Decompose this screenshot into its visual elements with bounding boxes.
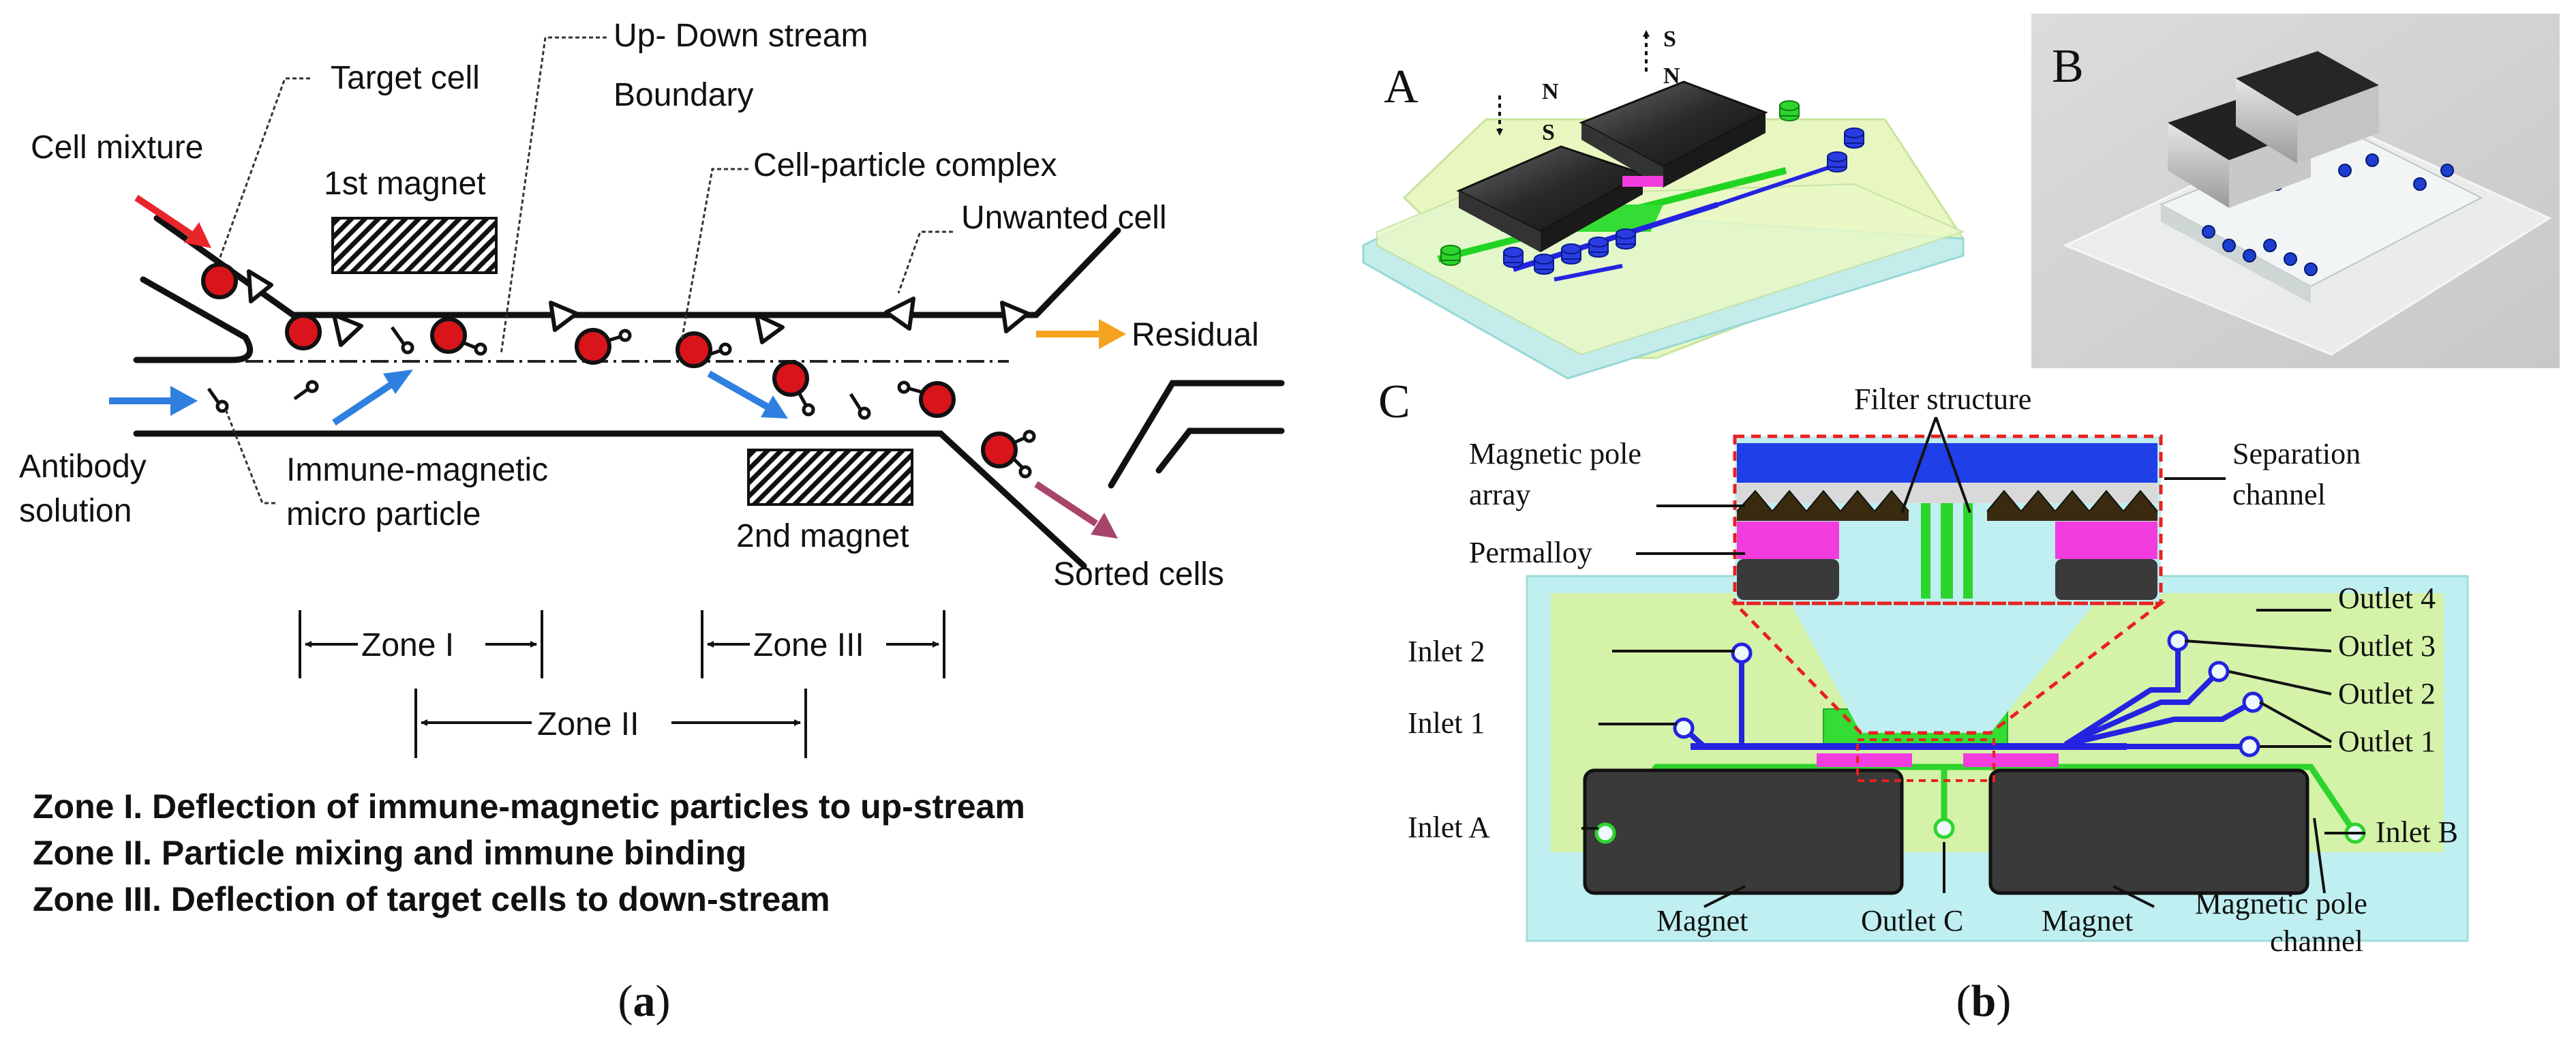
label-boundary: Boundary [613, 77, 753, 113]
label-magnetic-pole: Magnetic pole [1469, 437, 1641, 470]
pole-right-bottom: N [1663, 63, 1680, 89]
label-outlet-3: Outlet 3 [2338, 629, 2436, 663]
label-zone-3: Zone III [753, 627, 864, 663]
label-solution: solution [19, 493, 132, 529]
caption-b-open: ( [1956, 976, 1971, 1026]
pole-right-top: S [1663, 27, 1676, 52]
subpanel-c-leaders [1581, 417, 2365, 908]
label-magnet-left: Magnet [1656, 904, 1748, 937]
label-outlet-2: Outlet 2 [2338, 677, 2436, 710]
label-separation: Separation [2232, 437, 2361, 470]
label-micro-particle: micro particle [286, 496, 481, 532]
subpanel-label-a: A [1384, 61, 1419, 113]
cells [201, 262, 1018, 468]
label-antibody: Antibody [19, 449, 147, 485]
legend-zone-2: Zone II. Particle mixing and immune bind… [33, 834, 746, 872]
caption-a-open: ( [618, 976, 633, 1026]
subpanel-b-photo: B [2031, 14, 2560, 368]
label-magnetic-pole-channel-2: channel [2270, 924, 2363, 958]
subpanel-label-c: C [1378, 376, 1410, 428]
label-up-down-stream: Up- Down stream [613, 18, 868, 54]
label-unwanted-cell: Unwanted cell [961, 200, 1167, 236]
leader-lines [218, 36, 953, 505]
legend-zone-1: Zone I. Deflection of immune-magnetic pa… [33, 787, 1025, 826]
label-filter-structure: Filter structure [1854, 382, 2031, 416]
subpanel-label-b: B [2052, 40, 2084, 93]
flow-arrows [109, 194, 1126, 539]
label-outlet-c: Outlet C [1861, 904, 1963, 937]
label-inlet-a: Inlet A [1408, 811, 1490, 844]
label-zone-1: Zone I [361, 627, 454, 663]
label-immune-magnetic: Immune-magnetic [286, 452, 548, 488]
first-magnet [331, 217, 498, 274]
label-outlet-4: Outlet 4 [2338, 582, 2436, 615]
label-sorted-cells: Sorted cells [1053, 556, 1224, 592]
caption-a-letter: a [633, 976, 656, 1026]
label-permalloy: Permalloy [1469, 536, 1592, 569]
label-inlet-2: Inlet 2 [1408, 635, 1485, 668]
label-magnet-right: Magnet [2042, 904, 2133, 937]
panel-a-labels: Target cell Up- Down stream Boundary Cel… [19, 18, 1259, 742]
label-cell-particle-complex: Cell-particle complex [753, 147, 1057, 183]
label-target-cell: Target cell [331, 60, 480, 96]
pole-left-top: N [1542, 79, 1559, 104]
label-inlet-b: Inlet B [2376, 815, 2458, 849]
label-cell-mixture: Cell mixture [31, 130, 203, 166]
caption-a: (a) [618, 976, 671, 1026]
label-residual: Residual [1132, 317, 1259, 353]
legend-zone-3: Zone III. Deflection of target cells to … [33, 880, 830, 918]
unwanted-cells [247, 269, 1030, 347]
pole-left-bottom: S [1542, 120, 1555, 145]
caption-b-close: ) [1996, 976, 2011, 1026]
zone-brackets [299, 610, 945, 758]
label-inlet-1: Inlet 1 [1408, 706, 1485, 740]
panel-a: Target cell Up- Down stream Boundary Cel… [19, 18, 1285, 1026]
zone-legend: Zone I. Deflection of immune-magnetic pa… [33, 787, 1025, 918]
subpanel-c-labels: Filter structure Magnetic pole array Sep… [1408, 382, 2458, 958]
subpanel-a-chip [1362, 30, 1965, 380]
caption-a-close: ) [656, 976, 671, 1026]
panel-b: A N S S N B [1362, 14, 2560, 1026]
label-outlet-1: Outlet 1 [2338, 725, 2436, 758]
label-magnetic-pole-channel-1: Magnetic pole [2195, 887, 2367, 920]
caption-b: (b) [1956, 976, 2012, 1026]
magnetic-particles [207, 326, 1036, 479]
label-channel: channel [2232, 478, 2326, 511]
label-first-magnet: 1st magnet [324, 166, 485, 202]
second-magnet [747, 449, 913, 506]
caption-b-letter: b [1971, 976, 1997, 1026]
label-array: array [1469, 478, 1530, 511]
subpanel-a-text: A N S S N [1384, 27, 1680, 145]
label-second-magnet: 2nd magnet [736, 518, 909, 554]
subpanel-c-schematic: C [1378, 376, 2469, 942]
label-zone-2: Zone II [537, 706, 639, 742]
